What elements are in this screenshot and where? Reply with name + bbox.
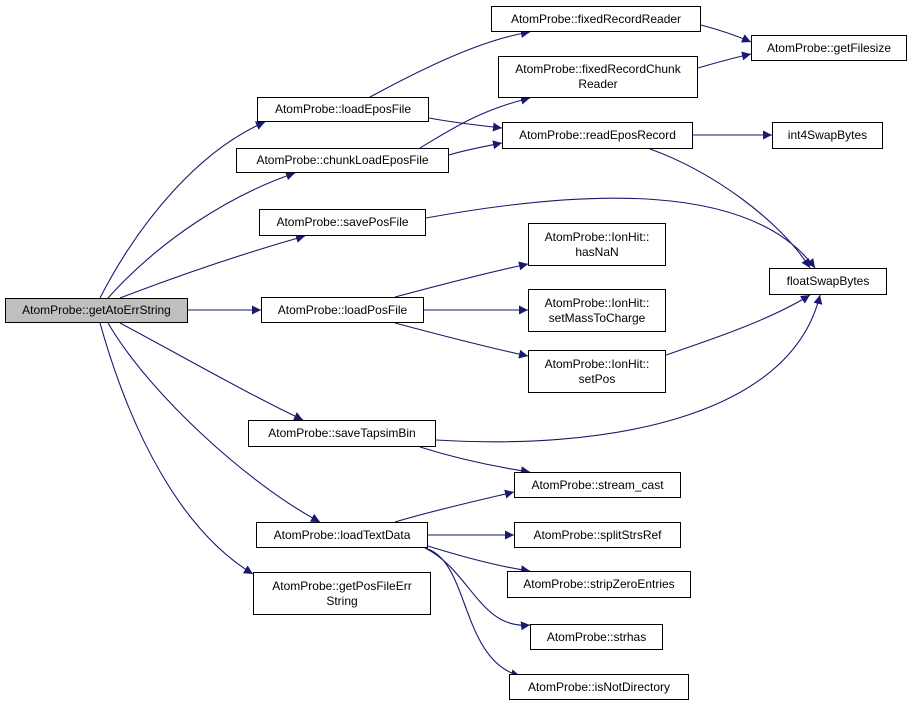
edge-loadEposFile-fixedRecordReader	[369, 28, 531, 98]
node-label-line-2: hasNaN	[575, 244, 619, 259]
edge-saveTapsimBin-stream_cast	[419, 446, 531, 476]
node-IonHit-setMassToCharge[interactable]: AtomProbe::IonHit:: setMassToCharge	[528, 289, 666, 332]
node-loadEposFile[interactable]: AtomProbe::loadEposFile	[257, 97, 429, 122]
node-readEposRecord[interactable]: AtomProbe::readEposRecord	[502, 122, 693, 149]
node-getFilesize[interactable]: AtomProbe::getFilesize	[751, 35, 907, 61]
node-label: AtomProbe::loadTextData	[273, 527, 411, 542]
node-chunkLoadEposFile[interactable]: AtomProbe::chunkLoadEposFile	[236, 148, 449, 173]
edge-getAtoErrString-loadEposFile	[99, 121, 266, 299]
node-label: AtomProbe::saveTapsimBin	[268, 426, 416, 440]
edge-getAtoErrString-getPosFileErrString	[99, 322, 254, 575]
node-label-line-2: setMassToCharge	[548, 310, 646, 325]
edge-loadTextData-stream_cast	[394, 489, 515, 523]
edge-setPos-floatSwapBytes	[665, 294, 811, 356]
node-label: AtomProbe::strhas	[546, 629, 647, 644]
node-fixedRecordChunkReader[interactable]: AtomProbe::fixedRecordChunk Reader	[498, 56, 698, 98]
node-fixedRecordReader[interactable]: AtomProbe::fixedRecordReader	[491, 6, 701, 32]
node-label: AtomProbe::isNotDirectory	[527, 679, 671, 694]
node-label: AtomProbe::loadPosFile	[277, 302, 408, 317]
edge-fixedRecordChunkReader-getFilesize	[697, 51, 752, 69]
node-stripZeroEntries[interactable]: AtomProbe::stripZeroEntries	[507, 571, 691, 598]
node-IonHit-hasNaN[interactable]: AtomProbe::IonHit:: hasNaN	[528, 223, 666, 266]
edge-loadTextData-stripZeroEntries	[427, 545, 531, 575]
edge-getAtoErrString-chunkLoadEposFile	[107, 171, 296, 299]
node-label-line-1: AtomProbe::getPosFileErr	[272, 578, 412, 593]
node-getAtoErrString[interactable]: AtomProbe::getAtoErrString	[5, 298, 188, 323]
edge-loadTextData-strhas	[424, 547, 531, 631]
node-label: AtomProbe::getFilesize	[766, 40, 892, 55]
edge-chunkLoadEposFile-fixedRecordChunkReader	[419, 95, 531, 149]
node-label: AtomProbe::loadEposFile	[274, 102, 412, 116]
node-label-line-2: String	[326, 593, 358, 608]
edge-getAtoErrString-savePosFile	[119, 234, 306, 299]
edge-getAtoErrString-saveTapsimBin	[119, 322, 304, 421]
edge-fixedRecordReader-getFilesize	[700, 24, 752, 43]
node-loadPosFile[interactable]: AtomProbe::loadPosFile	[261, 297, 424, 323]
node-label: int4SwapBytes	[787, 128, 868, 142]
node-isNotDirectory[interactable]: AtomProbe::isNotDirectory	[509, 674, 689, 700]
edge-savePosFile-floatSwapBytes	[425, 197, 816, 269]
node-label-line-1: AtomProbe::fixedRecordChunk	[515, 62, 681, 76]
node-label-line-1: AtomProbe::IonHit::	[544, 356, 650, 371]
node-IonHit-setPos[interactable]: AtomProbe::IonHit:: setPos	[528, 350, 666, 393]
node-splitStrsRef[interactable]: AtomProbe::splitStrsRef	[514, 522, 681, 548]
edge-loadPosFile-hasNaN	[394, 261, 529, 298]
edge-saveTapsimBin-floatSwapBytes	[435, 294, 823, 443]
edge-loadEposFile-readEposRecord	[428, 117, 503, 132]
node-label-line-2: Reader	[578, 77, 618, 91]
node-loadTextData[interactable]: AtomProbe::loadTextData	[256, 522, 428, 548]
node-saveTapsimBin[interactable]: AtomProbe::saveTapsimBin	[248, 420, 436, 447]
node-label: floatSwapBytes	[786, 274, 870, 288]
node-label: AtomProbe::stream_cast	[531, 477, 664, 492]
node-getPosFileErrString[interactable]: AtomProbe::getPosFileErr String	[253, 572, 431, 615]
node-label-line-1: AtomProbe::IonHit::	[544, 295, 650, 310]
node-floatSwapBytes[interactable]: floatSwapBytes	[769, 268, 887, 295]
node-savePosFile[interactable]: AtomProbe::savePosFile	[259, 209, 426, 236]
edge-getAtoErrString-loadTextData	[107, 322, 321, 523]
node-strhas[interactable]: AtomProbe::strhas	[530, 624, 663, 650]
node-label: AtomProbe::fixedRecordReader	[510, 11, 682, 26]
node-int4SwapBytes[interactable]: int4SwapBytes	[772, 122, 883, 149]
node-label: AtomProbe::savePosFile	[276, 215, 409, 229]
node-label: AtomProbe::splitStrsRef	[533, 527, 662, 542]
node-stream_cast[interactable]: AtomProbe::stream_cast	[514, 472, 681, 498]
node-label-line-1: AtomProbe::IonHit::	[544, 229, 650, 244]
edge-loadTextData-isNotDirectory	[424, 547, 521, 679]
node-label: AtomProbe::getAtoErrString	[22, 303, 171, 317]
edge-readEposRecord-floatSwapBytes	[649, 148, 811, 269]
edge-chunkLoadEposFile-readEposRecord	[448, 140, 503, 156]
node-label: AtomProbe::readEposRecord	[519, 128, 676, 142]
edge-loadPosFile-setPos	[394, 322, 529, 359]
node-label: AtomProbe::stripZeroEntries	[523, 577, 675, 591]
node-label-line-2: setPos	[578, 371, 616, 386]
node-label: AtomProbe::chunkLoadEposFile	[256, 153, 429, 167]
